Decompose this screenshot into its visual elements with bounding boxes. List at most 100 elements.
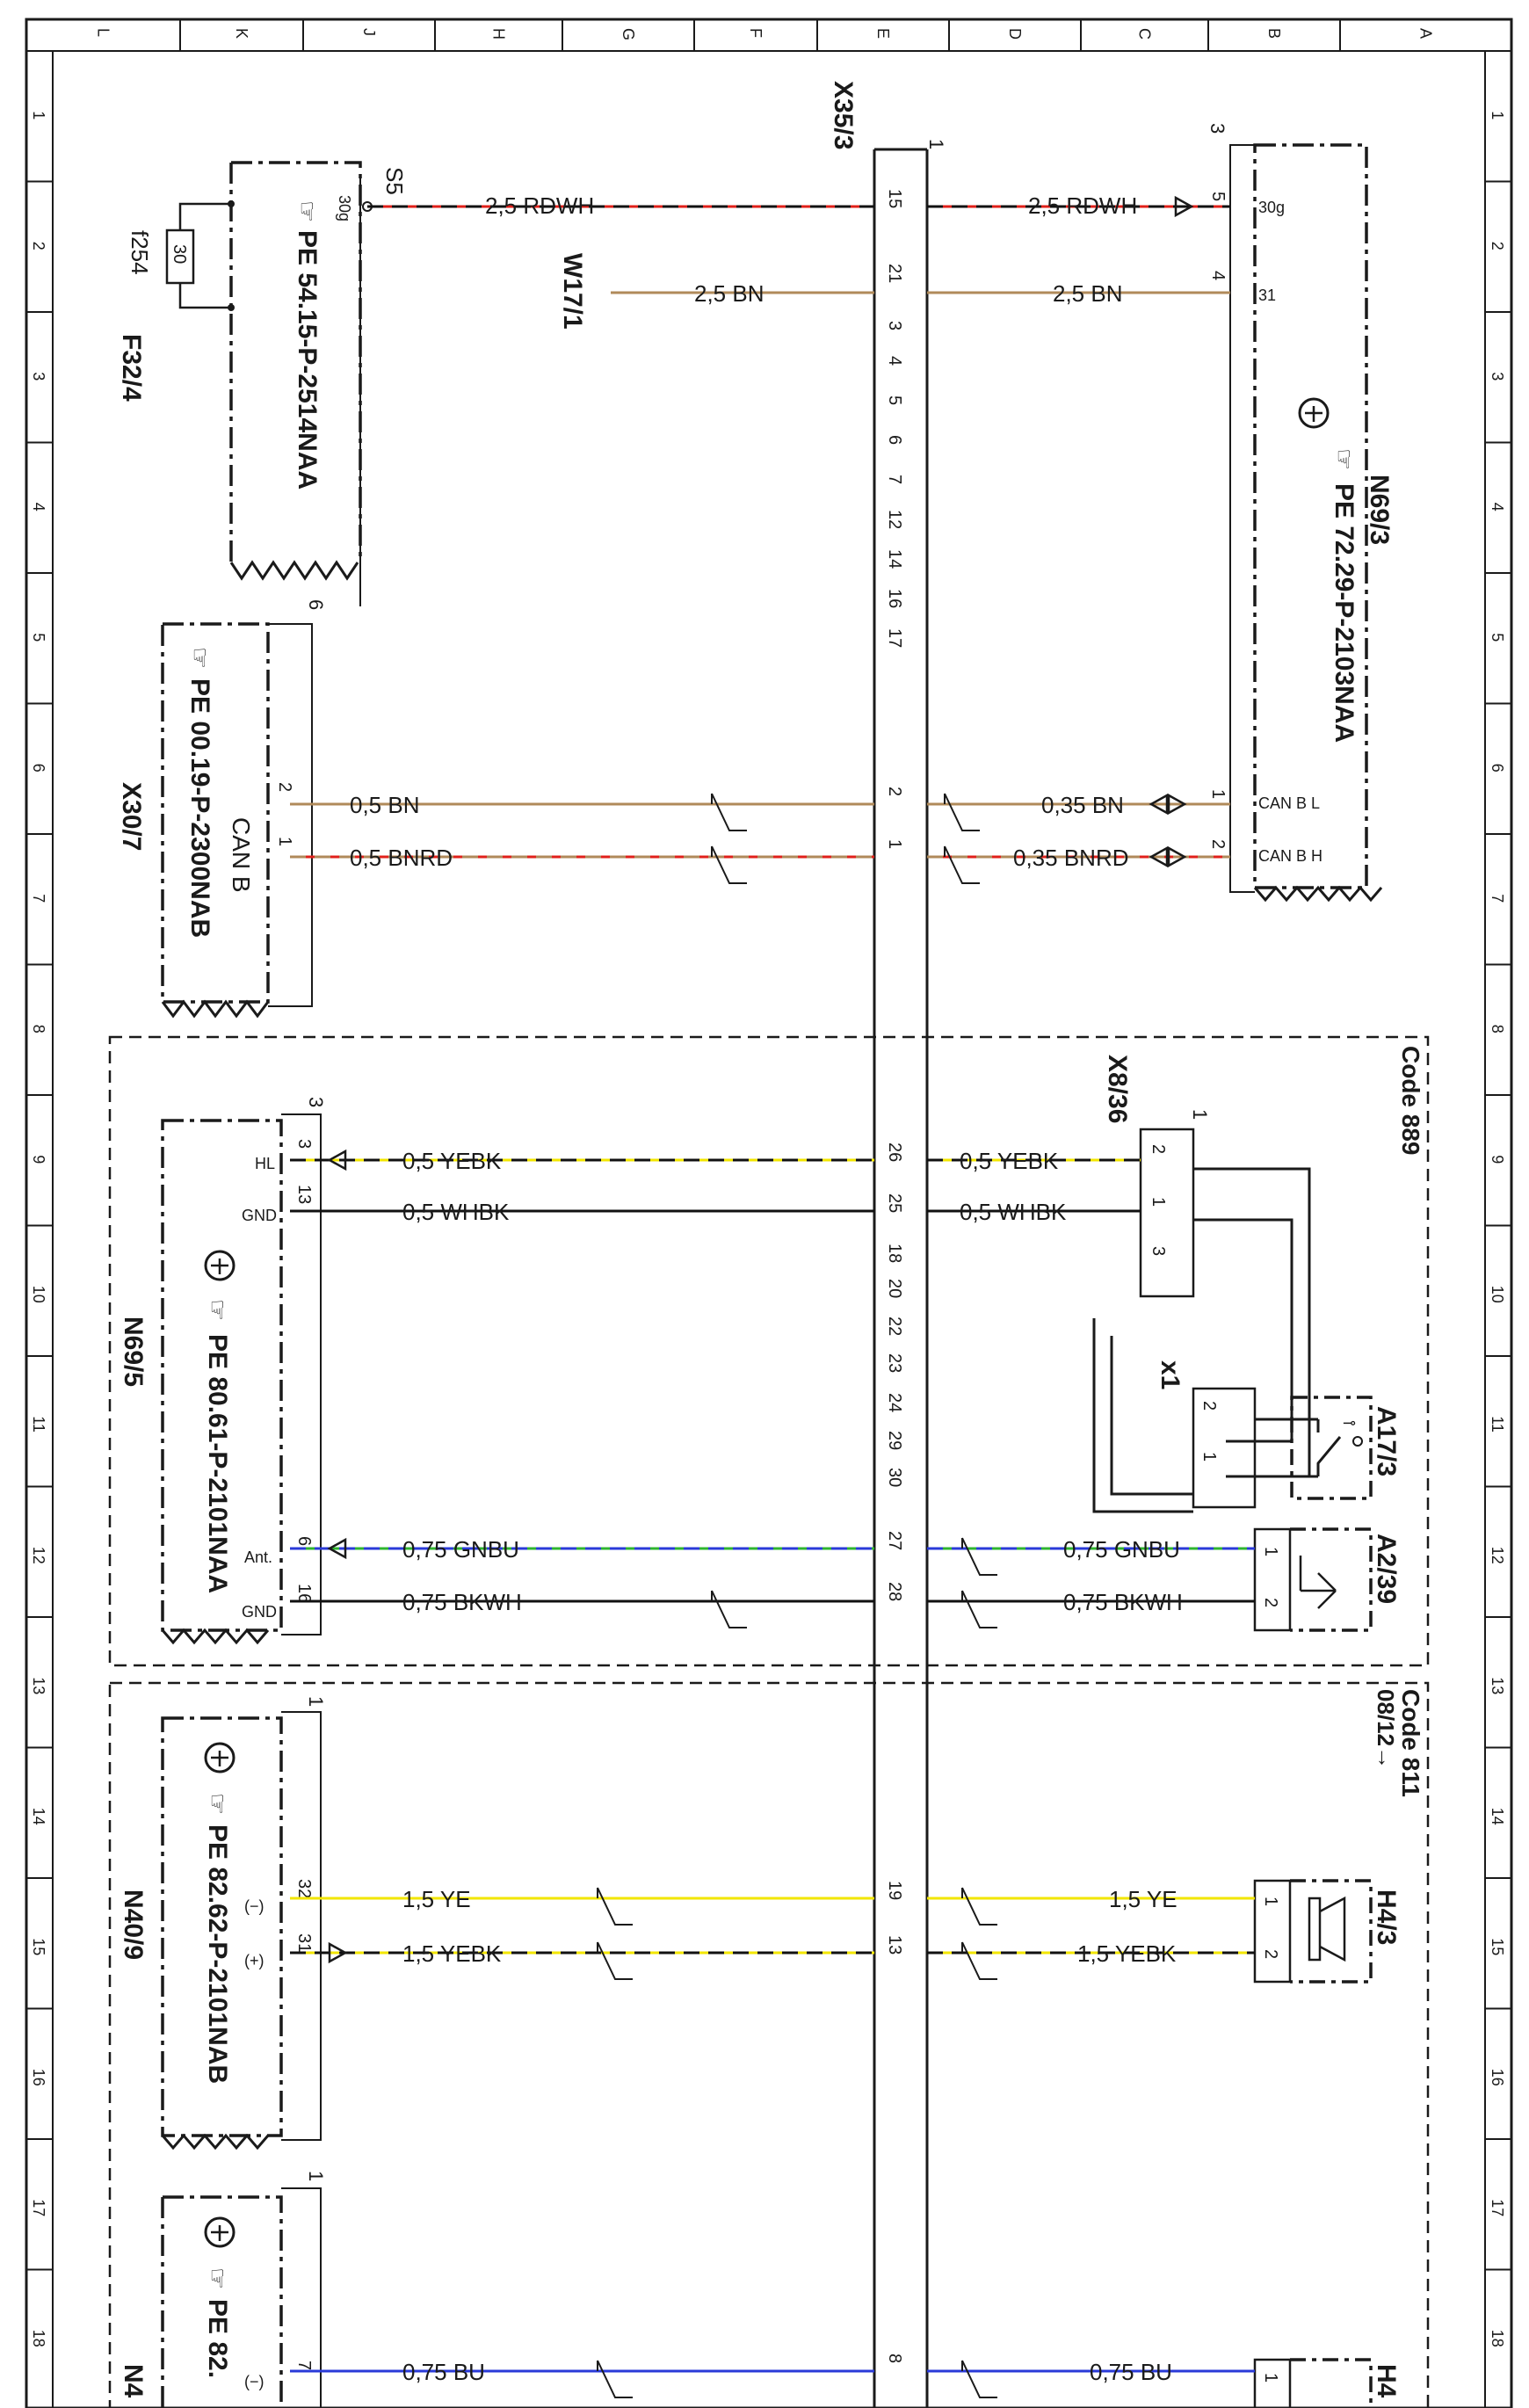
component-x30-7: ☞ PE 00.19-P-2300NAB CAN B X30/7 2 1 — [117, 622, 313, 1019]
row-number: 15 — [1489, 1938, 1506, 1955]
wire-label-yebk-left: 0,5 YEBK — [402, 1148, 502, 1174]
row-number: 11 — [1489, 1416, 1506, 1432]
n40-9-pin-31: 31 — [294, 1933, 314, 1953]
wire-labels: 2,5 RDWH 2,5 RDWH 2,5 BN 2,5 BN 0,5 BN 0… — [350, 192, 1183, 2385]
column-letter: E — [874, 28, 892, 39]
transistor-icon — [1298, 397, 1330, 429]
wire-twist-mark — [961, 2360, 997, 2398]
transistor-icon — [204, 1742, 236, 1773]
n69-5-corner: 3 — [305, 1097, 327, 1107]
row-number: 17 — [1489, 2199, 1506, 2216]
x35-3-pin: 15 — [885, 189, 904, 208]
code-889-label: Code 889 — [1397, 1046, 1424, 1156]
x35-3-pin-numbers: 1521345671214161721262518202223242930272… — [885, 189, 904, 2363]
x35-3-label: X35/3 — [829, 81, 858, 149]
wire-label-ye-right: 1,5 YE — [1109, 1886, 1178, 1912]
n69-5-doc: PE 80.61-P-2101NAA — [203, 1334, 232, 1593]
arrow-icon — [1167, 845, 1187, 868]
a2-39-pin-1: 1 — [1261, 1547, 1280, 1556]
f32-4-label: F32/4 — [117, 334, 146, 402]
column-letter: H — [490, 28, 508, 40]
x35-3-pin: 6 — [885, 435, 904, 445]
row-number: 3 — [30, 372, 47, 381]
x35-3-pin: 4 — [885, 356, 904, 366]
x35-3-pin: 14 — [885, 549, 904, 569]
wire-twist-mark — [711, 793, 747, 831]
row-number: 5 — [1489, 633, 1506, 642]
n69-3-corner: 3 — [1207, 123, 1228, 134]
arrow-icon — [327, 1537, 347, 1560]
n40-bottom-corner: 1 — [305, 2171, 327, 2181]
column-letter: J — [360, 28, 378, 36]
x35-3-pin: 24 — [885, 1393, 904, 1412]
h4-bottom-pin-1: 1 — [1261, 2373, 1280, 2383]
row-number: 1 — [30, 111, 47, 120]
wire-label-bkwh-right: 0,75 BKWH — [1063, 1589, 1183, 1615]
n69-3-pin-2: 2 — [1208, 839, 1228, 849]
row-number: 12 — [1489, 1547, 1506, 1564]
n69-3-pin-1: 1 — [1208, 789, 1228, 799]
row-number: 3 — [1489, 372, 1506, 381]
x30-7-pin-2: 2 — [275, 782, 294, 792]
n69-3-pin-5: 5 — [1208, 192, 1228, 201]
wire-twist-mark — [597, 1941, 633, 1980]
component-f32-4: 6 PE 54.15-P-2514NAA ☞ F32/4 30 f254 S5 … — [117, 161, 408, 610]
n40-bottom-pin-minus: (−) — [244, 2373, 264, 2390]
component-x1: x1 2 1 — [1092, 1318, 1318, 1513]
x8-36-pin-2: 2 — [1149, 1144, 1168, 1154]
row-number: 9 — [30, 1155, 47, 1164]
row-number: 18 — [30, 2330, 47, 2347]
n40-9-doc: PE 82.62-P-2101NAB — [203, 1824, 232, 2084]
row-number: 7 — [30, 894, 47, 903]
x30-7-doc: PE 00.19-P-2300NAB — [185, 678, 214, 938]
row-number: 4 — [30, 503, 47, 511]
code-811-region — [108, 1681, 1430, 2408]
wire-label-bkwh-left: 0,75 BKWH — [402, 1589, 522, 1615]
x1-label: x1 — [1156, 1360, 1185, 1389]
arrow-icon — [328, 1941, 348, 1964]
x35-3-pin: 7 — [885, 475, 904, 484]
row-number: 16 — [1489, 2069, 1506, 2086]
n69-5-pin-3: 3 — [294, 1139, 314, 1149]
wire-label-yebk15-right: 1,5 YEBK — [1077, 1940, 1177, 1967]
n69-5-pin-gnd2: GND — [242, 1603, 277, 1621]
x35-3-pin: 16 — [885, 589, 904, 608]
n40-bottom-pin-7: 7 — [294, 2361, 314, 2370]
x35-3-pin: 13 — [885, 1935, 904, 1955]
x35-3-pin: 12 — [885, 510, 904, 529]
wire-label-whbk-right: 0,5 WHBK — [960, 1199, 1067, 1225]
component-a17-3: ⊸ A17/3 — [1290, 1396, 1401, 1500]
n69-3-pin-31: 31 — [1258, 286, 1276, 304]
x35-3-pin: 25 — [885, 1193, 904, 1213]
wire-label-bu-right: 0,75 BU — [1090, 2359, 1172, 2385]
column-letter: A — [1417, 28, 1435, 39]
f32-4-corner: 6 — [305, 599, 327, 610]
n40-9-label: N40/9 — [119, 1889, 148, 1960]
fuse-label: f254 — [127, 230, 153, 275]
row-number: 16 — [30, 2069, 47, 2086]
x35-3-pin: 3 — [885, 321, 904, 330]
row-number: 14 — [1489, 1808, 1506, 1825]
wire-twist-mark — [944, 845, 980, 884]
column-letter: F — [747, 28, 764, 38]
x35-3-pin: 28 — [885, 1582, 904, 1601]
row-number: 11 — [30, 1416, 47, 1432]
wire-label-can-l-left: 0,5 BN — [350, 792, 420, 818]
wire-twist-mark — [961, 1590, 997, 1628]
row-number: 14 — [30, 1808, 47, 1825]
component-n40-bottom: 1 ☞ PE 82. N4 (−) 7 — [119, 2171, 327, 2408]
column-letter: G — [620, 28, 637, 40]
x35-3-pin: 20 — [885, 1279, 904, 1298]
row-number: 4 — [1489, 503, 1506, 511]
x8-36-label: X8/36 — [1103, 1055, 1132, 1123]
row-number: 12 — [30, 1547, 47, 1564]
row-number: 13 — [1489, 1677, 1506, 1694]
column-letter: B — [1265, 28, 1283, 39]
component-n69-3: 3 N69/3 ☞ PE 72.29-P-2103NAA 5 4 30g 31 … — [1207, 123, 1394, 903]
row-number: 7 — [1489, 894, 1506, 903]
x35-3-pin: 2 — [885, 787, 904, 796]
n40-9-doc-icon: ☞ — [204, 1793, 231, 1815]
row-number: 8 — [30, 1025, 47, 1034]
